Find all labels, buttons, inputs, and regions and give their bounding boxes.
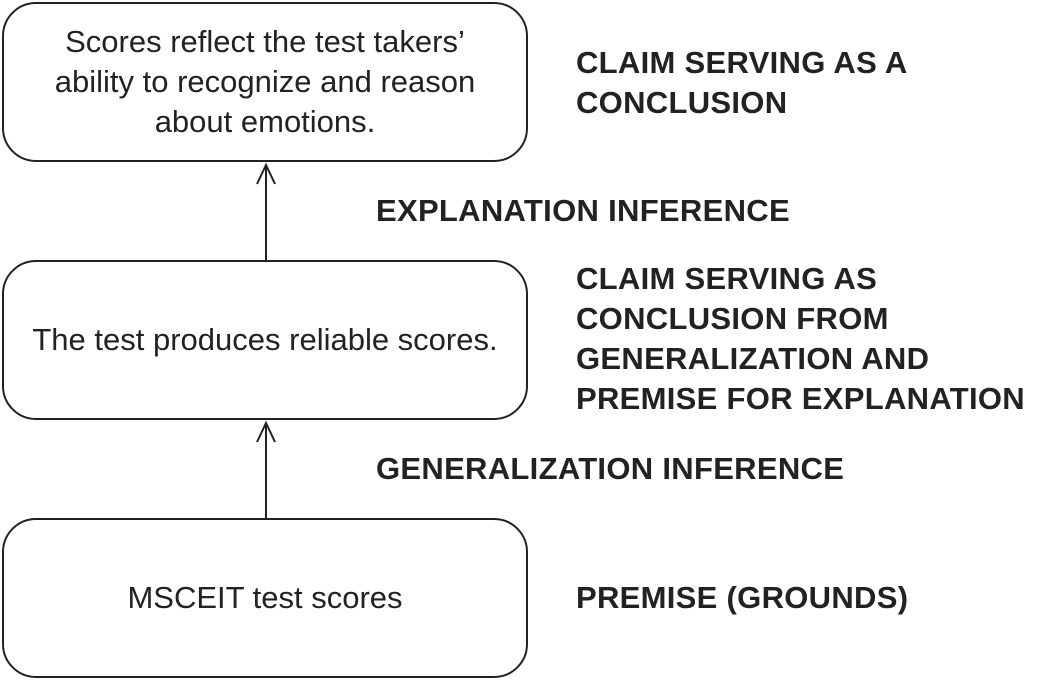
conclusion-label: CLAIM SERVING AS A CONCLUSION (576, 45, 908, 120)
intermediate-label: CLAIM SERVING AS CONCLUSION FROM GENERAL… (576, 261, 1025, 416)
intermediate-claim-box: The test produces reliable scores. (2, 260, 528, 420)
conclusion-claim-box: Scores reflect the test takers’ ability … (2, 2, 528, 162)
grounds-box: MSCEIT test scores (2, 518, 528, 678)
explanation-arrow (256, 162, 276, 260)
grounds-text: MSCEIT test scores (127, 580, 403, 615)
explanation-inference-label: EXPLANATION INFERENCE (376, 193, 790, 228)
intermediate-claim-text: The test produces reliable scores. (32, 322, 498, 357)
grounds-label: PREMISE (GROUNDS) (576, 580, 909, 615)
conclusion-claim-text: Scores reflect the test takers’ ability … (54, 24, 476, 139)
generalization-inference-label: GENERALIZATION INFERENCE (376, 451, 845, 486)
generalization-arrow (256, 420, 276, 518)
